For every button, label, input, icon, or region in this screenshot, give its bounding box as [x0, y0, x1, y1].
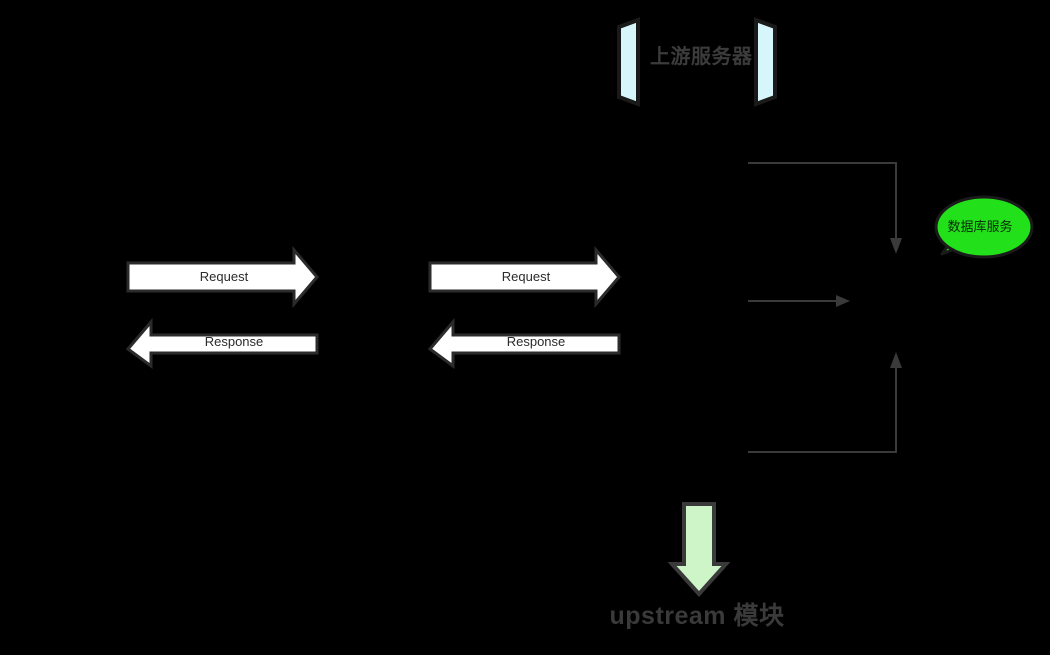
top-connector-line: [748, 162, 897, 246]
upstream-module-label: upstream 模块: [609, 602, 785, 630]
request-label: Request: [501, 269, 551, 284]
down-arrow-icon: [667, 502, 731, 597]
flow-client-to-proxy: Request Response: [124, 244, 324, 375]
response-label: Response: [204, 334, 264, 349]
middle-connector-arrowhead: [836, 295, 850, 307]
request-label: Request: [199, 269, 249, 284]
request-block-arrow: [428, 245, 621, 309]
upstream-module-arrow: [664, 498, 734, 603]
top-connector-arrowhead: [890, 238, 902, 254]
response-label: Response: [506, 334, 566, 349]
request-block-arrow: [126, 245, 319, 309]
bottom-connector-line: [748, 361, 897, 453]
right-bracket-icon: [754, 17, 777, 107]
upstream-server-title: 上游服务器: [650, 46, 753, 68]
database-service-label: 数据库服务: [947, 219, 1013, 234]
speech-bubble-icon: [934, 195, 1034, 259]
database-service-bubble: [928, 188, 1038, 273]
db-connectors: [740, 150, 920, 475]
bottom-connector-arrowhead: [890, 352, 902, 368]
response-block-arrow: [427, 317, 621, 369]
left-bracket-icon: [617, 17, 640, 107]
upstream-server-banner: 上游服务器: [612, 16, 782, 112]
response-block-arrow: [125, 317, 319, 369]
flow-proxy-to-upstream: Request Response: [426, 244, 626, 375]
